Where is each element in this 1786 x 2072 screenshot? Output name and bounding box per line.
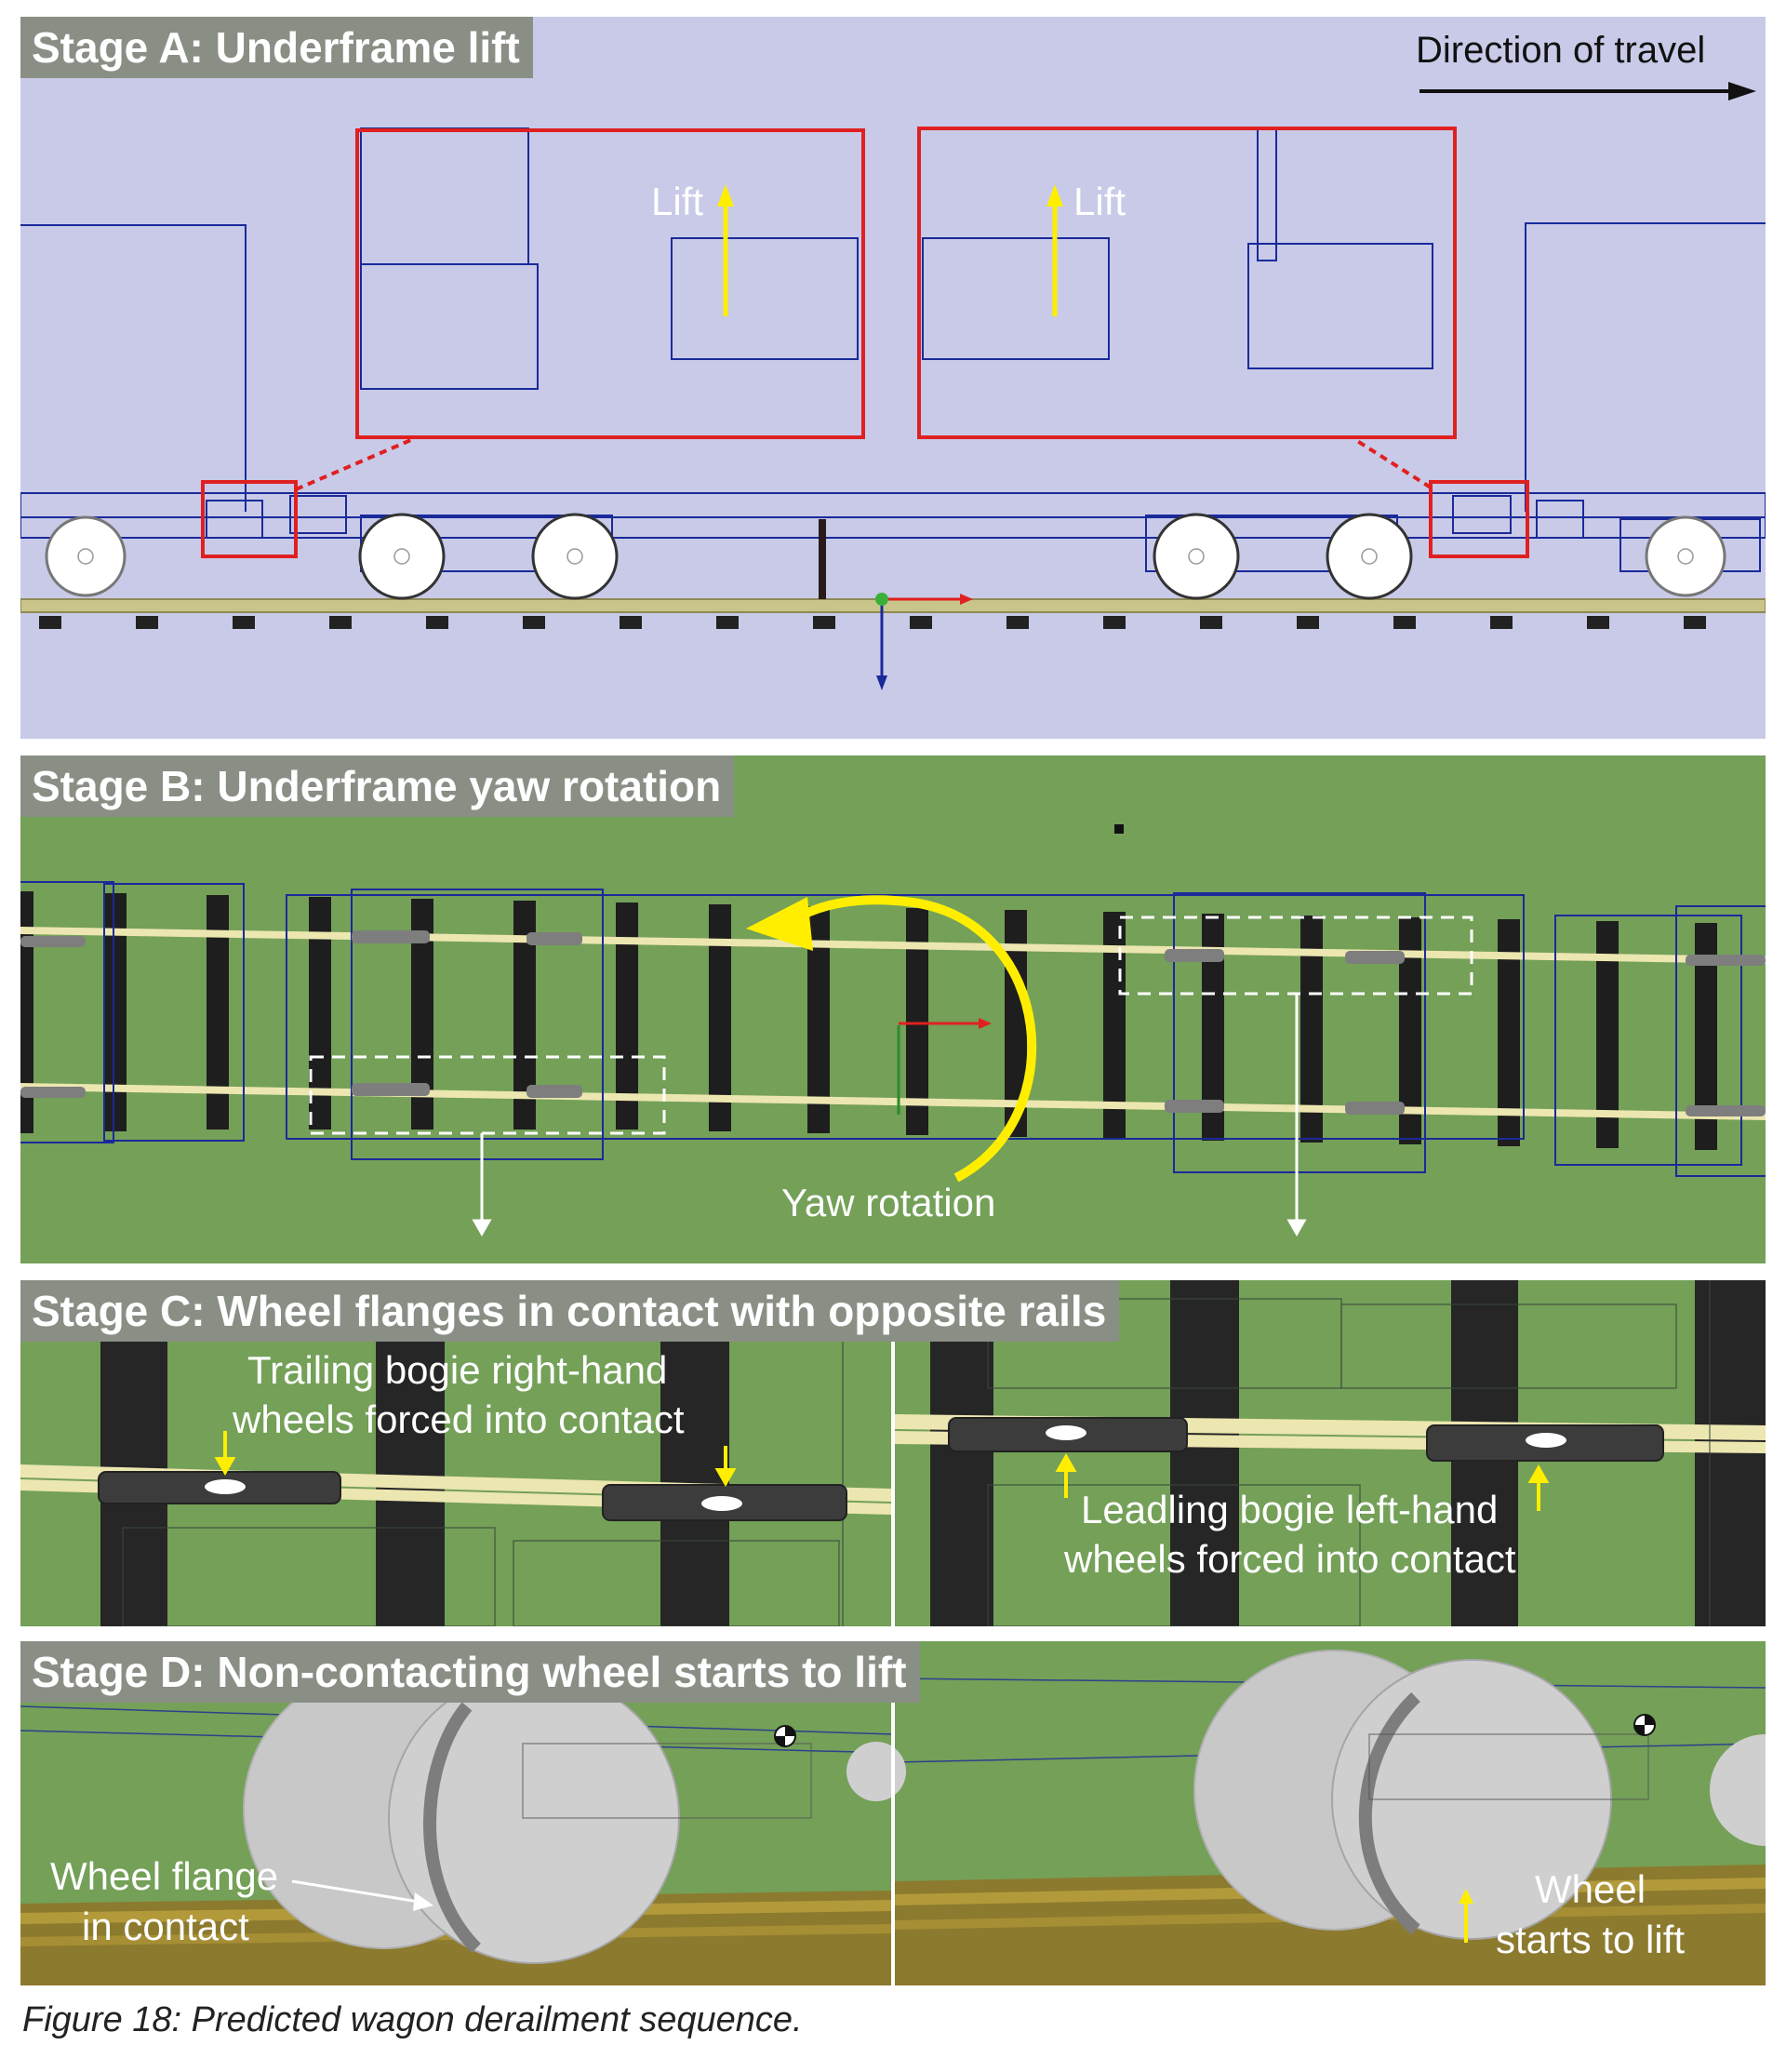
flange-contact-label-line2: in contact bbox=[82, 1905, 249, 1948]
bogie-wheels bbox=[358, 513, 1413, 600]
stage-c-panel: Stage C: Wheel flanges in contact with o… bbox=[20, 1280, 1766, 1626]
stage-a-drawing bbox=[20, 82, 1766, 690]
stage-c-title: Stage C: Wheel flanges in contact with o… bbox=[20, 1280, 1120, 1342]
direction-label: Direction of travel bbox=[1416, 30, 1706, 71]
stage-b-title: Stage B: Underframe yaw rotation bbox=[20, 755, 735, 817]
lift-label-left: Lift bbox=[651, 180, 704, 223]
leading-bogie-label-line2: wheels forced into contact bbox=[1064, 1537, 1516, 1581]
stage-d-drawing bbox=[20, 1641, 1766, 1985]
wheel-lift-label-line1: Wheel bbox=[1535, 1867, 1646, 1911]
end-wheels bbox=[45, 515, 1726, 597]
yaw-rotation-label: Yaw rotation bbox=[781, 1181, 996, 1224]
stage-b-drawing bbox=[20, 824, 1766, 1237]
trailing-bogie-label-line2: wheels forced into contact bbox=[233, 1397, 685, 1441]
leading-bogie-label-line1: Leadling bogie left-hand bbox=[1081, 1488, 1499, 1531]
lift-label-right: Lift bbox=[1073, 180, 1126, 223]
flange-contact-label-line1: Wheel flange bbox=[50, 1854, 279, 1898]
stage-a-panel: Stage A: Underframe lift Direction of tr… bbox=[20, 17, 1766, 739]
wagon-outline bbox=[20, 127, 1766, 572]
stage-d-title: Stage D: Non-contacting wheel starts to … bbox=[20, 1641, 920, 1703]
wheel-lift-label-line2: starts to lift bbox=[1496, 1918, 1686, 1961]
stage-a-title: Stage A: Underframe lift bbox=[20, 17, 533, 78]
trailing-bogie-label-line1: Trailing bogie right-hand bbox=[247, 1348, 668, 1392]
highlight-boxes bbox=[201, 127, 1529, 558]
stage-b-panel: Stage B: Underframe yaw rotation Yaw rot… bbox=[20, 755, 1766, 1263]
sleepers bbox=[39, 616, 1706, 629]
figure-caption: Figure 18: Predicted wagon derailment se… bbox=[22, 2000, 803, 2039]
stage-d-panel: Stage D: Non-contacting wheel starts to … bbox=[20, 1641, 1766, 1985]
